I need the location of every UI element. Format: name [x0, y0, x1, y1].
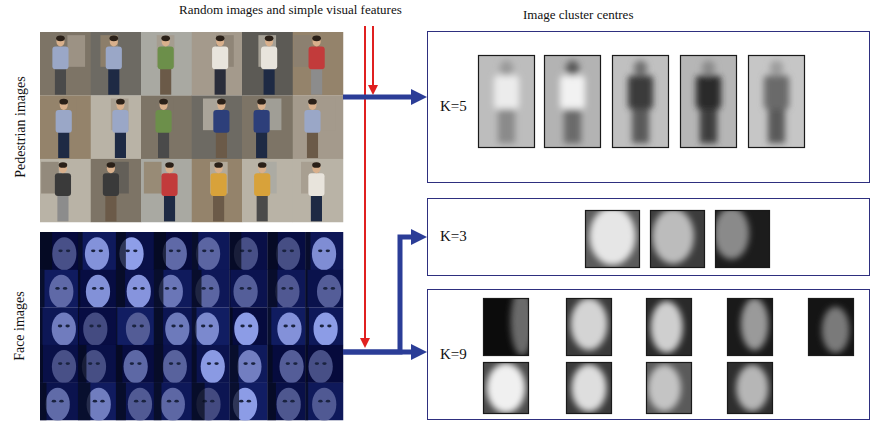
face-photo-grid: [40, 232, 344, 421]
flow-arrow: [343, 350, 415, 355]
cluster-centre-images: [478, 55, 854, 414]
cluster-panel: K=3: [427, 198, 870, 276]
k-value-label: K=5: [440, 98, 467, 115]
k-value-label: K=3: [440, 228, 467, 245]
figure-title: Random images and simple visual features: [179, 3, 402, 18]
cluster-panel: K=5: [427, 31, 870, 183]
k-value-label: K=9: [440, 346, 467, 363]
cluster-panel: K=9: [427, 289, 870, 420]
red-arrow: [372, 26, 374, 85]
side-label: Face images: [12, 291, 28, 361]
flow-arrow: [343, 95, 415, 100]
flow-arrow: [343, 237, 415, 352]
side-label: Pedestrian images: [12, 76, 28, 177]
red-arrow: [364, 26, 366, 338]
section-heading: Image cluster centres: [523, 8, 633, 23]
face-image-set: Face images: [40, 232, 343, 420]
pedestrian-image-set: Pedestrian images: [40, 32, 343, 222]
pedestrian-photo-grid: [40, 32, 344, 223]
